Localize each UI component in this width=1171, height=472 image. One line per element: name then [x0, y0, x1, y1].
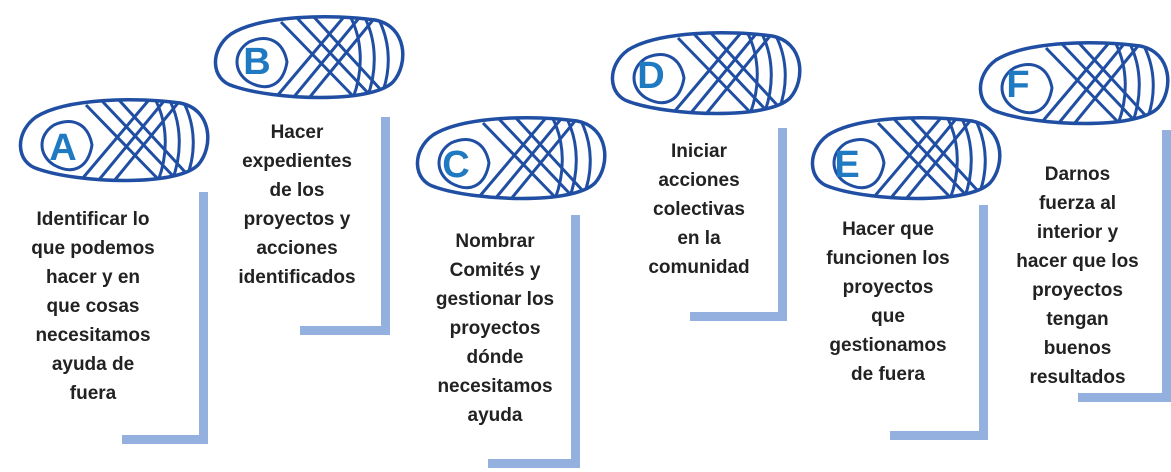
step-description: Hacer expedientes de los proyectos y acc… — [238, 122, 356, 288]
step-letter: A — [49, 127, 77, 169]
step-description: Iniciar acciones colectivas en la comuni… — [648, 141, 750, 278]
step-bracket — [300, 117, 390, 335]
step-letter: C — [442, 144, 470, 186]
step-bracket — [690, 128, 787, 321]
step-letter: D — [637, 55, 665, 97]
step-letter: E — [834, 144, 860, 186]
sandal-icon — [213, 15, 405, 100]
sandal-icon — [18, 98, 210, 183]
step-letter: B — [243, 41, 271, 83]
step-bracket — [122, 192, 208, 444]
step-bracket — [488, 215, 580, 468]
step-bracket — [890, 205, 988, 440]
sandal-icon — [810, 116, 1002, 201]
step-letter: F — [1006, 64, 1030, 106]
step-description: Darnos fuerza al interior y hacer que lo… — [1016, 164, 1139, 388]
step-description: Hacer que funcionen los proyectos que ge… — [826, 219, 950, 385]
sandal-icon — [978, 41, 1170, 126]
step-description: Identificar lo que podemos hacer y en qu… — [31, 209, 155, 404]
step-description: Nombrar Comités y gestionar los proyecto… — [435, 231, 555, 426]
sandal-icon — [415, 116, 607, 201]
step-bracket — [1078, 130, 1171, 402]
sandal-icon — [610, 31, 802, 116]
